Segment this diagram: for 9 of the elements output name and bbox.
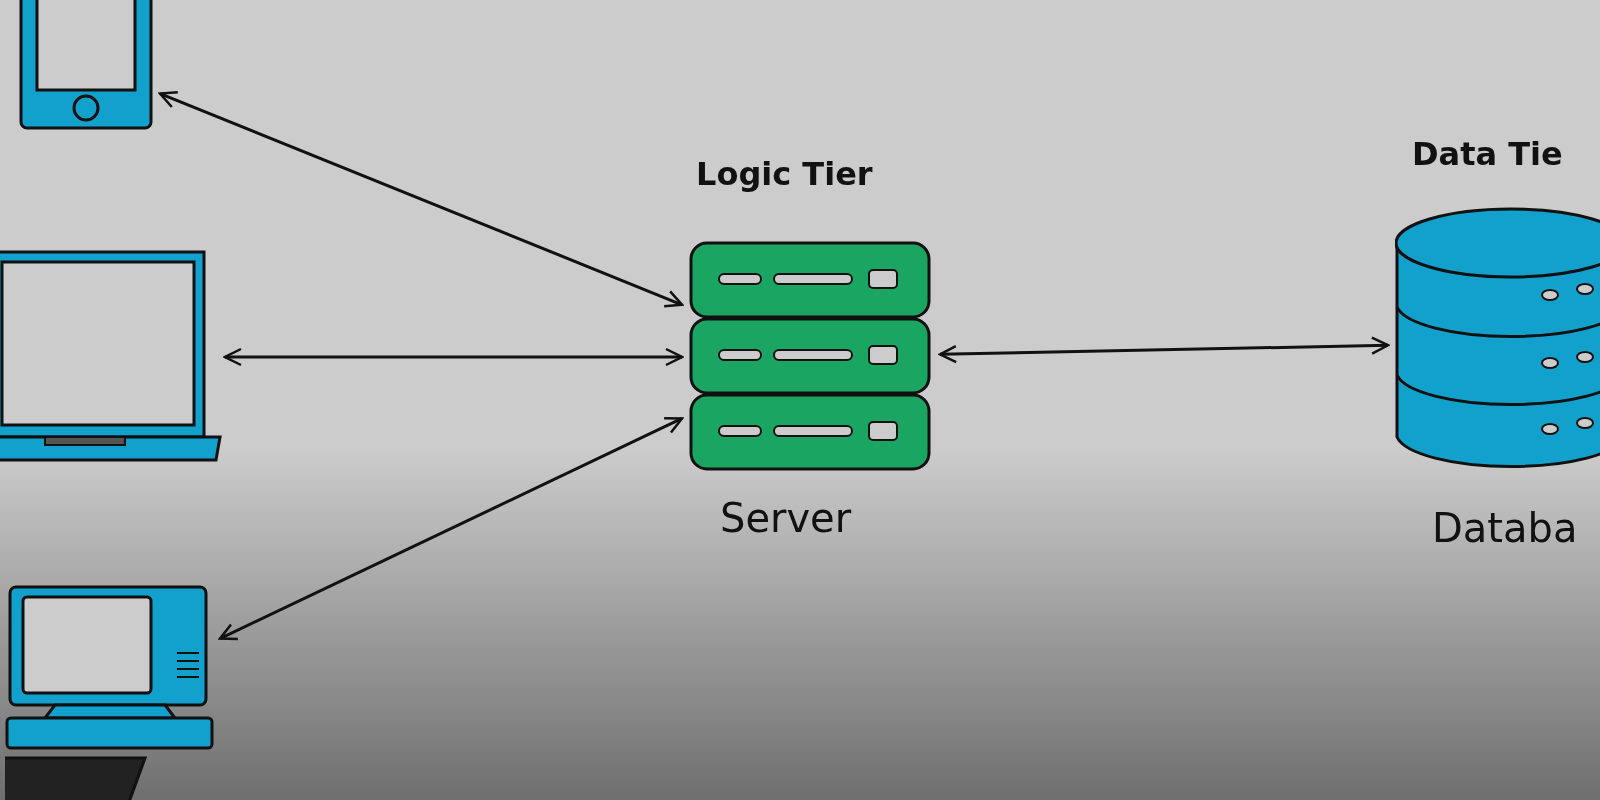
tier-heading: Data Tie [1412,135,1563,173]
desktop-computer-drawing [5,583,215,800]
double-arrow [218,416,684,641]
double-arrow [158,90,684,308]
double-arrow [938,336,1390,364]
double-arrow [223,347,684,367]
tier-heading: Logic Tier [696,155,873,193]
node-label: Databa [1432,505,1578,551]
node-label: Server [720,495,852,541]
